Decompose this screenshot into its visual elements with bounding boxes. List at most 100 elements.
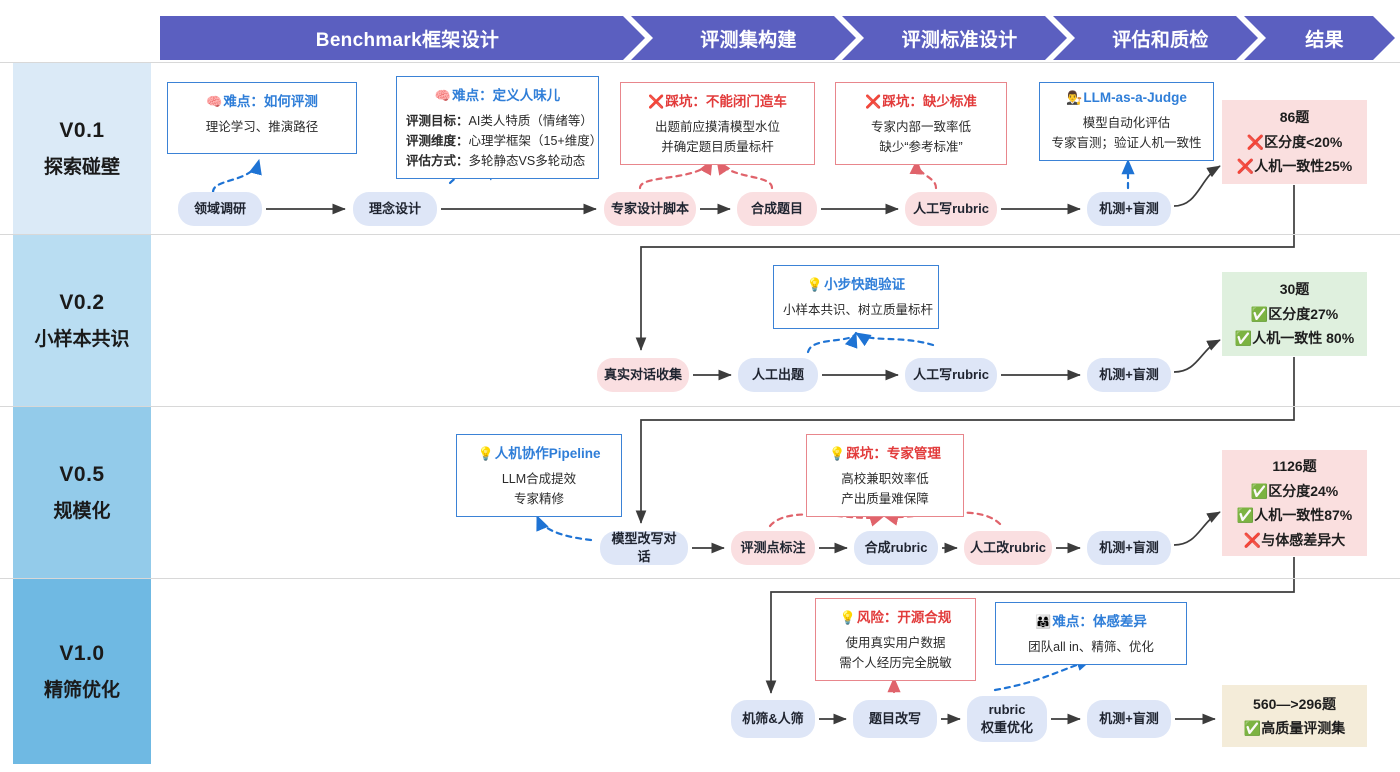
process-node[interactable]: 机测+盲测 <box>1087 531 1171 565</box>
callout-line: 出题前应摸清模型水位 <box>654 120 780 134</box>
callout-icon: ❌ <box>865 94 882 109</box>
process-node[interactable]: 理念设计 <box>353 192 437 226</box>
callout-title: ❌踩坑：不能闭门造车 <box>630 90 805 110</box>
phase-chevron-label: 评测标准设计 <box>901 29 1018 51</box>
callout-title-text: LLM-as-a-Judge <box>1083 90 1187 105</box>
phase-chevron-3: 评测标准设计 <box>842 16 1067 60</box>
callout-title-text: 小步快跑验证 <box>824 277 906 292</box>
callout-line: 专家精修 <box>513 492 564 506</box>
callout-title: 💡人机协作Pipeline <box>466 442 612 462</box>
result-line: ✅人机一致性 80% <box>1234 330 1355 347</box>
process-node-label: 机筛&人筛 <box>742 711 804 727</box>
result-box: 86题❌区分度<20%❌人机一致性25% <box>1222 100 1367 184</box>
callout-line: 专家内部一致率低 <box>870 120 971 134</box>
callout-line: LLM合成提效 <box>501 472 577 486</box>
phase-chevron-5: 结果 <box>1244 16 1395 60</box>
callout-title: 💡小步快跑验证 <box>783 273 929 293</box>
phase-chevron-4: 评估和质检 <box>1053 16 1258 60</box>
row-band-v1-0 <box>0 578 1400 764</box>
callout-title: 💡踩坑：专家管理 <box>816 442 954 462</box>
process-node-label: 机测+盲测 <box>1099 367 1159 383</box>
process-node-label: 理念设计 <box>368 201 421 217</box>
callout-box: ❌踩坑：不能闭门造车出题前应摸清模型水位并确定题目质量标杆 <box>620 82 815 165</box>
callout-line: 小样本共识、树立质量标杆 <box>783 303 934 317</box>
callout-line-label: 评测目标： <box>406 114 469 128</box>
row-band-v0-1 <box>0 62 1400 234</box>
row-version: V1.0 <box>59 641 105 665</box>
result-line: 86题 <box>1279 109 1310 126</box>
callout-icon: 💡 <box>806 277 824 292</box>
callout-line: 使用真实用户数据 <box>845 636 946 650</box>
phase-chevron-1: Benchmark框架设计 <box>160 16 645 60</box>
process-node[interactable]: 模型改写对话 <box>600 531 688 565</box>
callout-box: 👨‍👩‍👧难点：体感差异团队all in、精筛、优化 <box>995 602 1187 665</box>
process-node[interactable]: 领域调研 <box>178 192 262 226</box>
phase-chevron-label: 评测集构建 <box>700 29 797 51</box>
process-node-label: 人工改rubric <box>970 540 1046 556</box>
process-node[interactable]: 人工写rubric <box>905 192 997 226</box>
result-line: 1126题 <box>1272 458 1317 474</box>
process-node[interactable]: 机测+盲测 <box>1087 700 1171 738</box>
process-node[interactable]: 机筛&人筛 <box>731 700 815 738</box>
process-node-label: 人工写rubric <box>913 201 989 217</box>
callout-box: 🧠难点：如何评测理论学习、推演路径 <box>167 82 357 154</box>
callout-line: 模型自动化评估 <box>1082 116 1171 130</box>
callout-box: ❌踩坑：缺少标准专家内部一致率低缺少“参考标准” <box>835 82 1007 165</box>
process-node[interactable]: 人工出题 <box>738 358 818 392</box>
callout-line: 理论学习、推演路径 <box>205 120 319 134</box>
result-line: ✅人机一致性87% <box>1236 507 1353 523</box>
result-box: 30题✅区分度27%✅人机一致性 80% <box>1222 272 1367 356</box>
row-version: V0.2 <box>59 290 105 314</box>
process-node-label: 机测+盲测 <box>1099 540 1159 556</box>
callout-icon: 🧠 <box>206 94 223 109</box>
process-node[interactable]: 人工改rubric <box>964 531 1052 565</box>
callout-line: 缺少“参考标准” <box>879 140 963 154</box>
callout-icon: 💡 <box>829 446 846 461</box>
result-line: ✅区分度24% <box>1250 482 1339 499</box>
callout-box: 💡风险：开源合规使用真实用户数据需个人经历完全脱敏 <box>815 598 976 681</box>
process-node[interactable]: 评测点标注 <box>731 531 815 565</box>
callout-line: 评估方式：多轮静态VS多轮动态 <box>406 151 589 171</box>
callout-box: 💡踩坑：专家管理高校兼职效率低产出质量难保障 <box>806 434 964 517</box>
process-node[interactable]: 合成题目 <box>737 192 817 226</box>
callout-line: 团队all in、精筛、优化 <box>1028 640 1154 654</box>
process-node[interactable]: 专家设计脚本 <box>604 192 696 226</box>
result-line: ❌人机一致性25% <box>1236 158 1353 175</box>
callout-icon: ❌ <box>648 94 665 109</box>
callout-title-text: 难点：定义人味儿 <box>452 88 561 103</box>
process-node[interactable]: 人工写rubric <box>905 358 997 392</box>
process-node-label: 真实对话收集 <box>603 367 682 383</box>
result-line: ✅高质量评测集 <box>1243 720 1346 736</box>
process-node[interactable]: 机测+盲测 <box>1087 192 1171 226</box>
callout-line-text: 心理学框架（15+维度） <box>468 134 603 148</box>
callout-line: 评测维度：心理学框架（15+维度） <box>406 131 602 151</box>
callout-title-text: 踩坑：缺少标准 <box>882 94 977 109</box>
process-node[interactable]: 机测+盲测 <box>1087 358 1171 392</box>
row-stage-name: 探索碰壁 <box>43 156 120 178</box>
process-node[interactable]: 题目改写 <box>853 700 937 738</box>
callout-line: 高校兼职效率低 <box>841 472 929 486</box>
callout-icon: 💡 <box>477 446 494 461</box>
callout-icon: 👨‍👩‍👧 <box>1035 614 1052 629</box>
callout-line: 评测目标：AI类人特质（情绪等） <box>406 111 593 131</box>
row-band-v0-2 <box>0 234 1400 406</box>
callout-title: 👨‍👩‍👧难点：体感差异 <box>1005 610 1177 630</box>
callout-title: 👨‍⚖️LLM-as-a-Judge <box>1049 90 1204 106</box>
process-node-label: 题目改写 <box>868 711 921 727</box>
phase-chevron-label: Benchmark框架设计 <box>315 29 500 51</box>
callout-title: ❌踩坑：缺少标准 <box>845 90 997 110</box>
process-node-label: rubric <box>988 702 1026 718</box>
result-line: 30题 <box>1279 281 1310 298</box>
callout-box: 🧠难点：定义人味儿评测目标：AI类人特质（情绪等）评测维度：心理学框架（15+维… <box>396 76 602 179</box>
callout-title: 🧠难点：定义人味儿 <box>406 84 589 104</box>
row-stage-name: 小样本共识 <box>34 328 130 350</box>
process-node[interactable]: 合成rubric <box>854 531 938 565</box>
callout-line: 产出质量难保障 <box>841 492 929 506</box>
result-line: ❌与体感差异大 <box>1243 531 1346 548</box>
process-node-label: 合成rubric <box>864 540 928 556</box>
process-node[interactable]: 真实对话收集 <box>597 358 689 392</box>
